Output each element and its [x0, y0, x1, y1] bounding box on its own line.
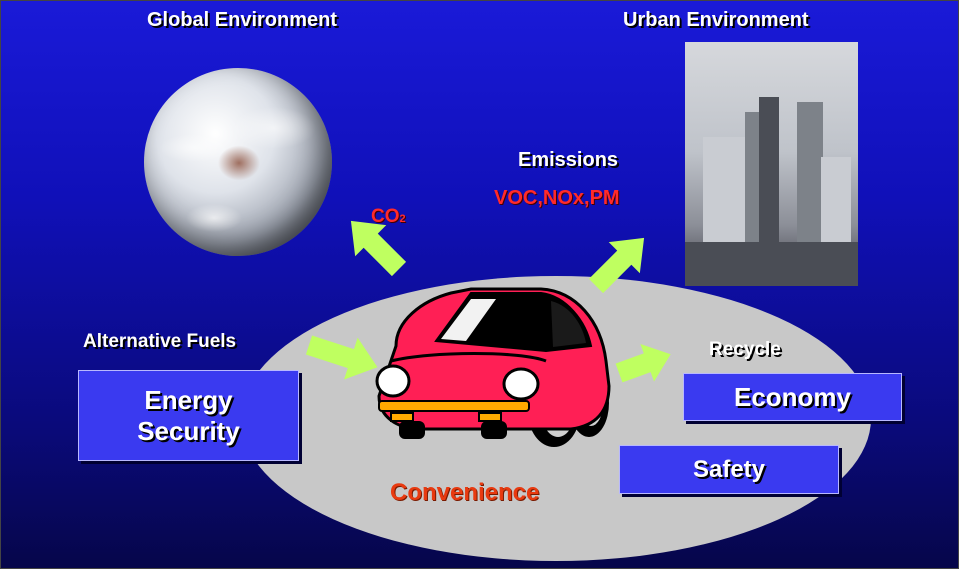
- economy-text: Economy: [733, 381, 852, 412]
- title-urban-environment: Urban Environment: [623, 9, 809, 31]
- co2-arrow: [350, 220, 407, 277]
- recycle-label: Recycle: [709, 339, 781, 360]
- emissions-label: Emissions: [518, 149, 619, 171]
- alternative-fuels-label: Alternative Fuels: [83, 331, 237, 352]
- energy-security-line2: Security: [137, 415, 240, 446]
- energy-security-box: Energy Security: [78, 370, 299, 461]
- safety-text: Safety: [692, 455, 766, 483]
- co2-label: CO2: [371, 206, 406, 228]
- city-skyline-image: [685, 42, 858, 286]
- energy-security-line1: Energy: [144, 384, 233, 415]
- economy-box: Economy: [683, 373, 902, 421]
- safety-box: Safety: [619, 445, 839, 494]
- co2-text: CO: [371, 206, 400, 227]
- car-illustration: [375, 287, 611, 447]
- earth-globe-image: [144, 68, 332, 256]
- emissions-arrow: [588, 237, 645, 294]
- alternative-fuels-arrow: [305, 335, 378, 380]
- pollutants-label: VOC,NOx,PM: [494, 187, 620, 209]
- co2-subscript: 2: [399, 213, 406, 225]
- recycle-arrow: [615, 343, 671, 383]
- title-global-environment: Global Environment: [147, 9, 338, 31]
- convenience-label: Convenience: [390, 479, 540, 506]
